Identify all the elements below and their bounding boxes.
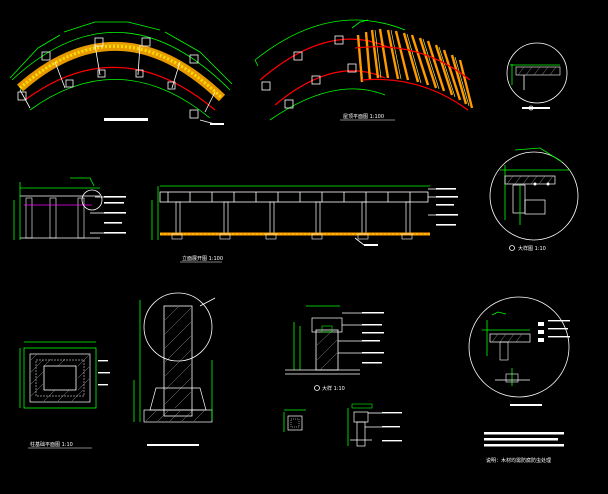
curved-pergola-plan-slats: 屋顶平面图 1:100: [254, 19, 474, 121]
small-detail-square: [283, 409, 306, 432]
plan-top-title: 屋顶平面图 1:100: [343, 114, 384, 120]
long-elevation: 立面展开图 1:100: [151, 185, 458, 263]
detail-circle-2: 大样图 1:10: [489, 147, 579, 252]
notes-block: 说明：木材均需防腐防虫处理: [484, 432, 564, 464]
column-section: [133, 292, 216, 446]
column-base-plan: 柱基础平面图 1:10: [19, 341, 110, 449]
curved-pergola-plan-left: [9, 21, 233, 125]
detail-title-bottom: 大样 1:10: [322, 385, 345, 392]
connection-detail: 大样 1:10: [285, 305, 384, 392]
small-detail-joint: [347, 403, 402, 447]
detail-circle-3: [468, 296, 570, 406]
elevation-title: 立面展开图 1:100: [182, 255, 223, 262]
column-plan-title: 柱基础平面图 1:10: [30, 441, 73, 448]
side-elevation-small: [13, 177, 126, 240]
notes-line: 说明：木材均需防腐防虫处理: [486, 457, 551, 464]
detail-circle-1: [506, 42, 568, 111]
detail-circle-2-title: 大样图 1:10: [518, 245, 546, 252]
